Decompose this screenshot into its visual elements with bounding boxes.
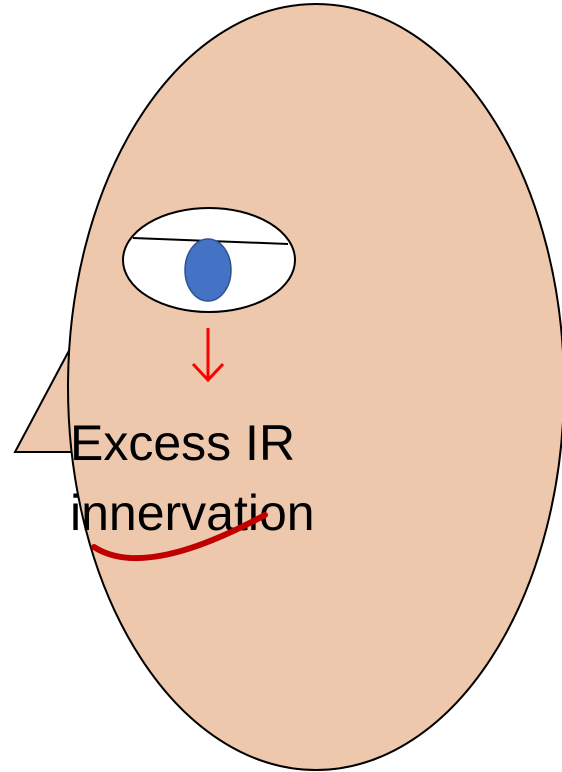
nose [15,345,72,452]
head [68,4,562,770]
label-line-2: innervation [70,485,315,541]
eye [123,208,295,312]
label-line-1: Excess IR [70,415,295,471]
eye-iris [185,239,231,301]
